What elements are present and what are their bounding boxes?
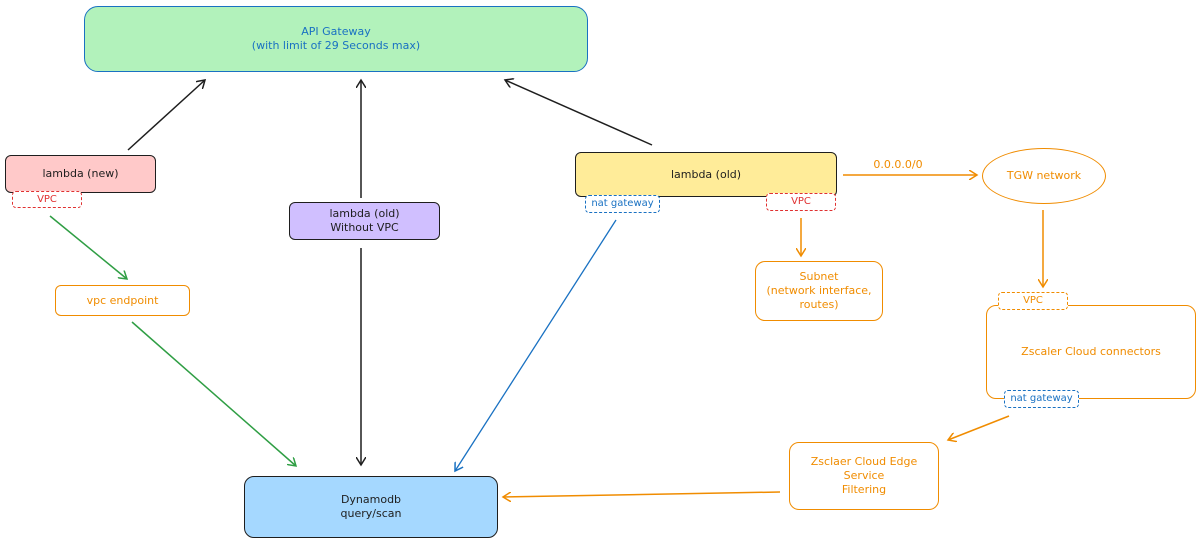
tgw-network-node: TGW network xyxy=(982,148,1106,204)
arrow-vpc-to-endpoint xyxy=(49,215,127,279)
tgw-network-label: TGW network xyxy=(1006,169,1082,182)
lambda-old-vpc-tag: VPC xyxy=(766,193,836,211)
zscaler-edge-label: Zsclaer Cloud Edge Service Filtering xyxy=(810,455,918,496)
lambda-old-novpc-label: lambda (old) Without VPC xyxy=(329,207,400,234)
arrow-lambda-new-to-api xyxy=(127,80,205,151)
nat-gateway-tag-1: nat gateway xyxy=(585,195,660,213)
nat-gateway-tag-2: nat gateway xyxy=(1004,390,1079,408)
zscaler-edge-node: Zsclaer Cloud Edge Service Filtering xyxy=(789,442,939,510)
nat-gateway-label-1: nat gateway xyxy=(591,198,654,209)
lambda-old-novpc-node: lambda (old) Without VPC xyxy=(289,202,440,240)
nat-gateway-label-2: nat gateway xyxy=(1010,393,1073,404)
arrow-lambda-old-to-api xyxy=(505,80,653,146)
zscaler-connectors-node: Zscaler Cloud connectors xyxy=(986,305,1196,399)
api-gateway-label: API Gateway (with limit of 29 Seconds ma… xyxy=(251,25,421,52)
dynamodb-label: Dynamodb query/scan xyxy=(340,493,402,520)
lambda-new-label: lambda (new) xyxy=(42,167,119,180)
route-label-text: 0.0.0.0/0 xyxy=(873,158,923,171)
lambda-new-vpc-label: VPC xyxy=(37,193,57,205)
vpc-endpoint-node: vpc endpoint xyxy=(55,285,190,316)
subnet-node: Subnet (network interface, routes) xyxy=(755,261,883,321)
lambda-new-vpc-tag: VPC xyxy=(12,191,82,208)
arrow-nat-to-edge xyxy=(948,415,1010,440)
arrow-nat-to-dynamodb xyxy=(455,219,617,471)
lambda-old-vpc-label: VPC xyxy=(791,196,811,207)
route-label: 0.0.0.0/0 xyxy=(860,157,936,173)
subnet-label: Subnet (network interface, routes) xyxy=(766,270,872,311)
lambda-new-node: lambda (new) xyxy=(5,155,156,193)
zscaler-vpc-label: VPC xyxy=(1023,295,1043,306)
vpc-endpoint-label: vpc endpoint xyxy=(86,293,159,307)
arrow-endpoint-to-dynamodb xyxy=(131,321,296,466)
lambda-old-label: lambda (old) xyxy=(670,167,742,181)
api-gateway-node: API Gateway (with limit of 29 Seconds ma… xyxy=(84,6,588,72)
dynamodb-node: Dynamodb query/scan xyxy=(244,476,498,538)
arrow-edge-to-dynamodb xyxy=(503,491,781,497)
zscaler-connectors-label: Zscaler Cloud connectors xyxy=(1021,345,1161,358)
lambda-old-node: lambda (old) xyxy=(575,152,837,197)
zscaler-vpc-tag: VPC xyxy=(998,292,1068,310)
